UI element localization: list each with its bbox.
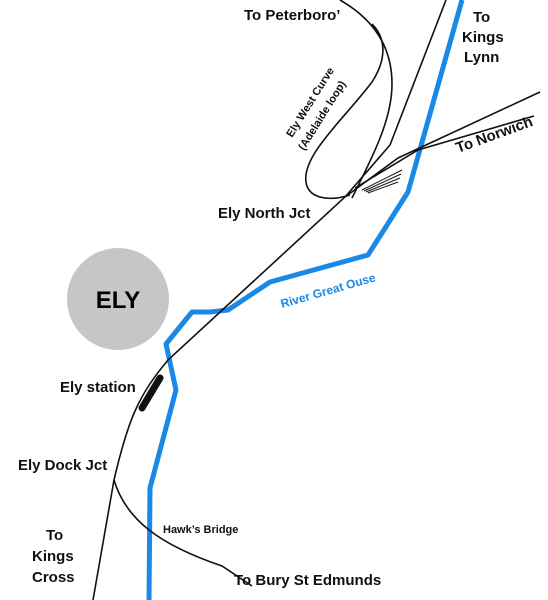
- label-kings-cross-kings: Kings: [32, 548, 74, 565]
- label-ely-north-jct: Ely North Jct: [218, 205, 311, 222]
- label-kings-lynn-kings: Kings: [462, 29, 504, 46]
- label-to-norwich: To Norwich: [454, 113, 536, 157]
- label-ely-dock-jct: Ely Dock Jct: [18, 457, 107, 474]
- ely-station-platform: [138, 374, 164, 412]
- label-kings-cross-to: To: [46, 527, 63, 544]
- label-kings-lynn-to: To: [473, 9, 490, 26]
- ely-town-circle: [67, 248, 169, 350]
- label-to-bury-st-edmunds: To Bury St Edmunds: [234, 572, 381, 589]
- peterboro-line: [339, 0, 393, 199]
- ely-town-label: ELY: [96, 287, 140, 314]
- norwich-line: [344, 91, 541, 198]
- main-line-kings-lynn: [92, 0, 447, 600]
- ely-west-curve: [305, 23, 384, 199]
- bury-line: [113, 479, 253, 587]
- label-to-peterboro: To Peterboro’: [244, 7, 340, 24]
- label-kings-cross-cross: Cross: [32, 569, 75, 586]
- sidings-fan: [361, 169, 403, 194]
- norwich-line-spur: [354, 115, 535, 189]
- label-hawks-bridge: Hawk’s Bridge: [163, 524, 238, 536]
- label-ely-station: Ely station: [60, 379, 136, 396]
- river-great-ouse: [146, 0, 465, 600]
- label-kings-lynn-lynn: Lynn: [464, 49, 499, 66]
